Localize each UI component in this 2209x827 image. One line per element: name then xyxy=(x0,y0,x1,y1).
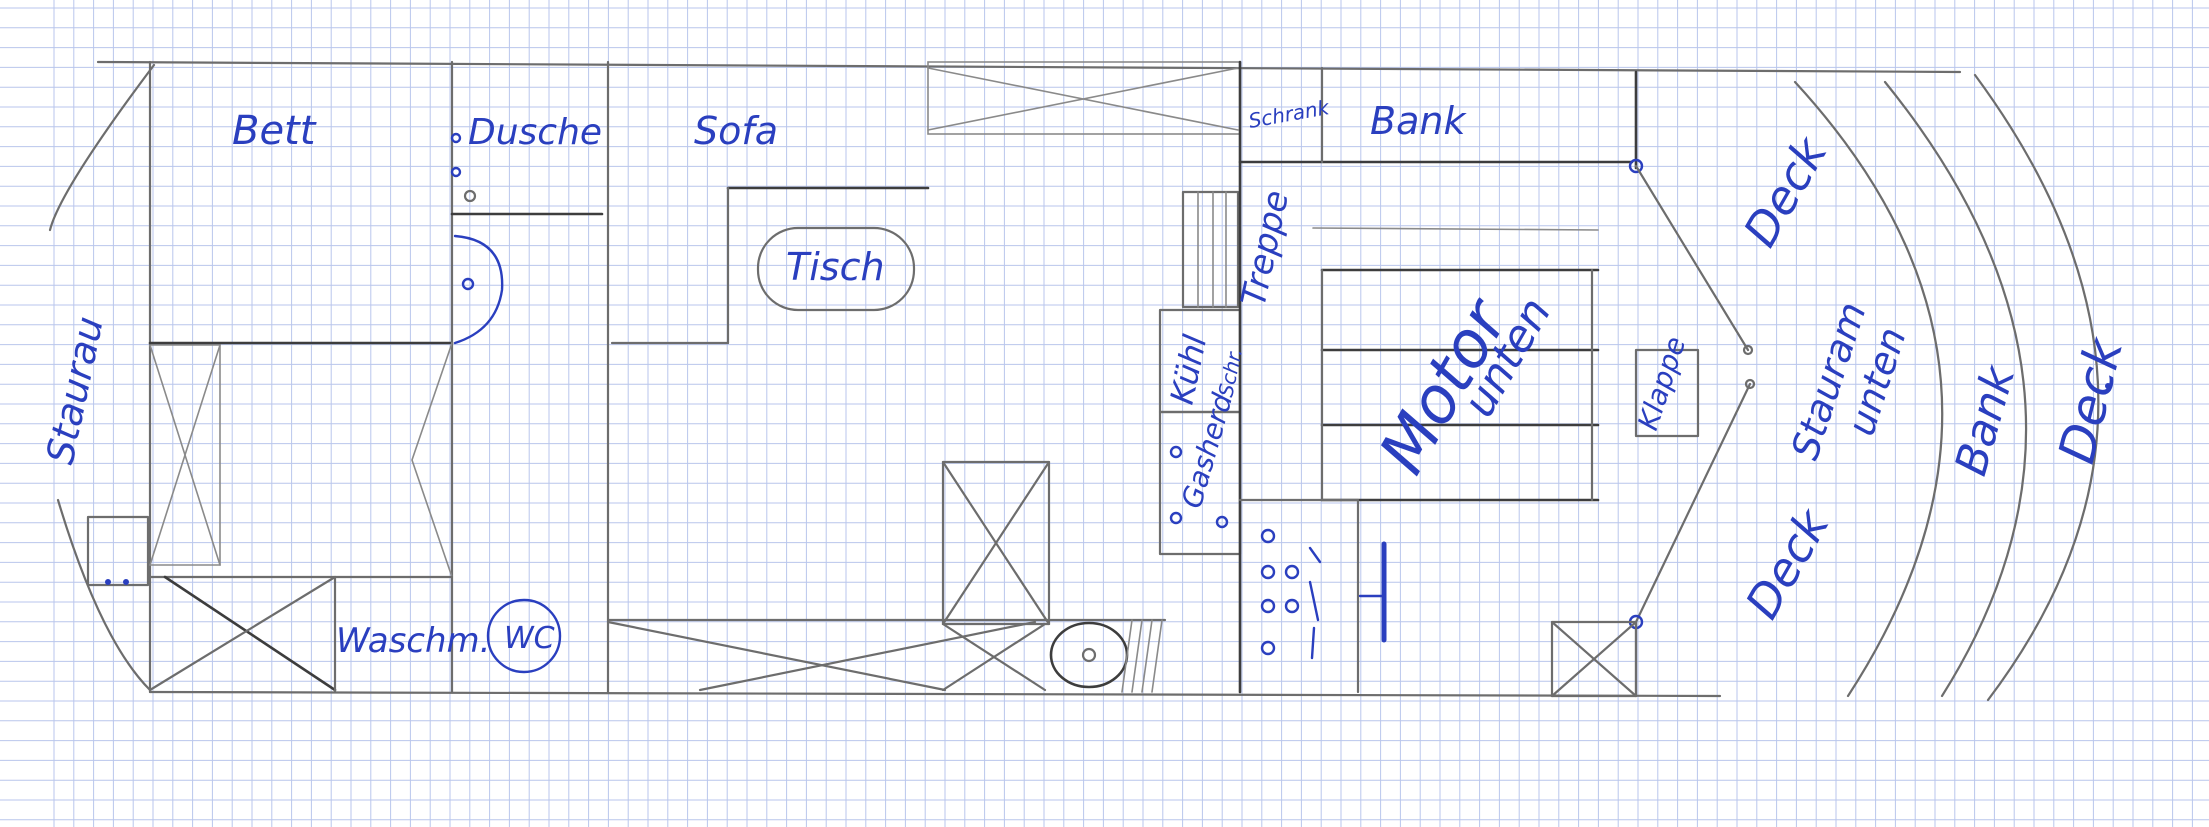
wardrobe-wash-area xyxy=(148,575,454,694)
wc-circle xyxy=(486,598,562,674)
hull-outline xyxy=(48,60,1962,698)
label-tisch: Tisch xyxy=(786,245,885,289)
label-wc: WC xyxy=(504,621,555,656)
bow-storage-area xyxy=(86,344,221,587)
label-sofa: Sofa xyxy=(694,109,778,153)
engine-room-area xyxy=(1238,66,1634,694)
label-waschm: Waschm. xyxy=(336,621,490,661)
label-dusche: Dusche xyxy=(468,112,602,153)
label-bank-top: Bank xyxy=(1370,99,1467,143)
galley-stairs-area xyxy=(1158,60,1242,694)
lower-salon-cabinets xyxy=(606,460,1167,693)
label-bett: Bett xyxy=(232,108,317,154)
aft-deck-area xyxy=(1550,70,2111,702)
shower-area xyxy=(411,60,610,694)
